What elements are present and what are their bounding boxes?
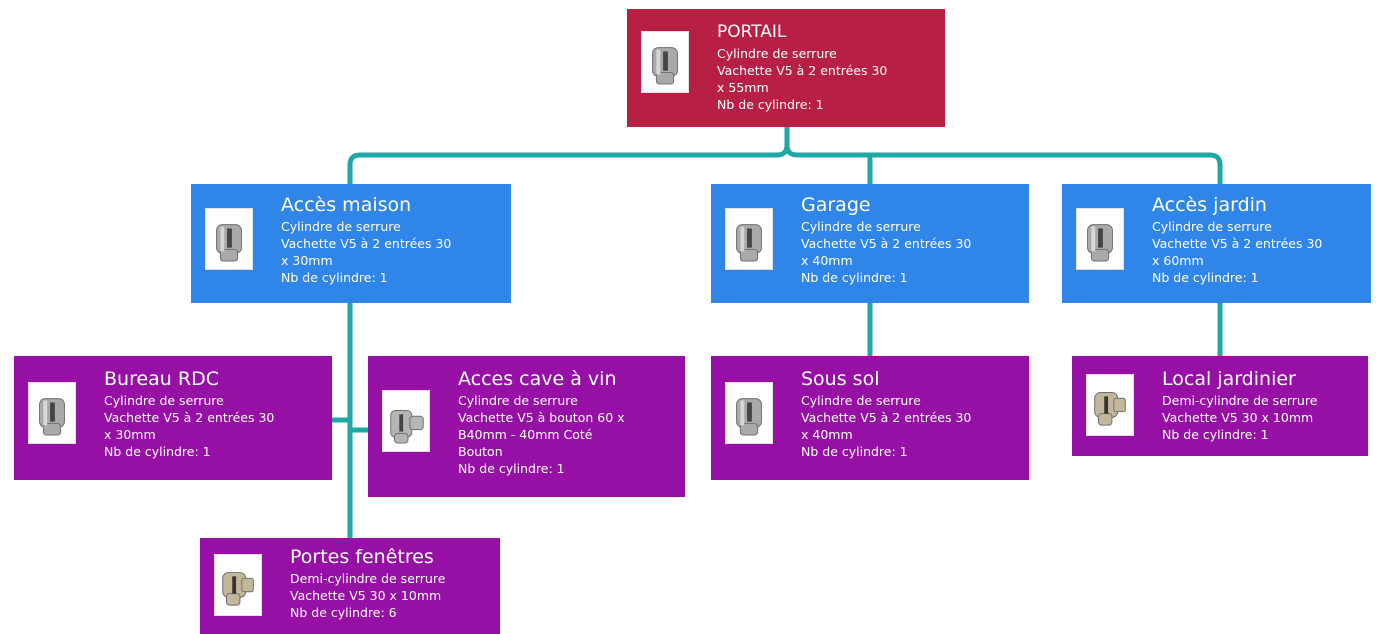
node-size: x 40mm [801, 253, 853, 268]
knob-cylinder-icon [382, 390, 430, 452]
node-model: Vachette V5 30 x 10mm [290, 588, 442, 603]
connector-portail-right [784, 142, 1223, 187]
node-garage[interactable]: Garage Cylindre de serrure Vachette V5 à… [711, 184, 1029, 303]
node-portail[interactable]: PORTAIL Cylindre de serrure Vachette V5 … [627, 9, 945, 127]
node-count: Nb de cylindre: 1 [1152, 270, 1259, 285]
node-portes-fenetres[interactable]: Portes fenêtres Demi-cylindre de serrure… [200, 538, 500, 634]
node-count: Nb de cylindre: 6 [290, 605, 397, 620]
node-title: Accès jardin [1152, 194, 1267, 216]
connector-portail-level1 [347, 123, 790, 187]
half-cylinder-icon [214, 554, 262, 616]
node-type: Cylindre de serrure [104, 393, 224, 408]
cylinder-lock-icon [1076, 208, 1124, 270]
node-type: Demi-cylindre de serrure [290, 571, 446, 586]
node-type: Cylindre de serrure [801, 393, 921, 408]
cylinder-lock-icon [205, 208, 253, 270]
node-count: Nb de cylindre: 1 [717, 97, 824, 112]
node-type: Cylindre de serrure [717, 46, 837, 61]
node-extra: Bouton [458, 444, 503, 459]
node-sous-sol[interactable]: Sous sol Cylindre de serrure Vachette V5… [711, 356, 1029, 480]
cylinder-lock-icon [641, 31, 689, 93]
node-model: Vachette V5 30 x 10mm [1162, 410, 1314, 425]
node-count: Nb de cylindre: 1 [801, 444, 908, 459]
node-size: x 40mm [801, 427, 853, 442]
node-count: Nb de cylindre: 1 [104, 444, 211, 459]
node-model: Vachette V5 à bouton 60 x [458, 410, 625, 425]
node-type: Cylindre de serrure [458, 393, 578, 408]
node-count: Nb de cylindre: 1 [458, 461, 565, 476]
node-size: x 60mm [1152, 253, 1204, 268]
cylinder-lock-icon [725, 208, 773, 270]
node-model: Vachette V5 à 2 entrées 30 [801, 236, 972, 251]
node-size: x 30mm [281, 253, 333, 268]
node-type: Cylindre de serrure [801, 219, 921, 234]
node-title: Local jardinier [1162, 368, 1296, 390]
node-type: Cylindre de serrure [1152, 219, 1272, 234]
node-count: Nb de cylindre: 1 [801, 270, 908, 285]
node-title: Garage [801, 194, 871, 216]
node-model: Vachette V5 à 2 entrées 30 [281, 236, 452, 251]
half-cylinder-icon [1086, 374, 1134, 436]
node-model: Vachette V5 à 2 entrées 30 [717, 63, 888, 78]
node-type: Cylindre de serrure [281, 219, 401, 234]
node-title: Accès maison [281, 194, 412, 216]
node-title: Sous sol [801, 368, 880, 390]
node-model: Vachette V5 à 2 entrées 30 [801, 410, 972, 425]
node-title: Acces cave à vin [458, 368, 617, 390]
node-acces-cave[interactable]: Acces cave à vin Cylindre de serrure Vac… [368, 356, 685, 497]
node-local-jardinier[interactable]: Local jardinier Demi-cylindre de serrure… [1072, 356, 1368, 456]
node-count: Nb de cylindre: 1 [1162, 427, 1269, 442]
node-acces-jardin[interactable]: Accès jardin Cylindre de serrure Vachett… [1062, 184, 1371, 303]
node-type: Demi-cylindre de serrure [1162, 393, 1318, 408]
node-size: x 30mm [104, 427, 156, 442]
node-model: Vachette V5 à 2 entrées 30 [104, 410, 275, 425]
node-title: Bureau RDC [104, 368, 219, 390]
node-title: Portes fenêtres [290, 546, 434, 568]
cylinder-lock-icon [28, 382, 76, 444]
node-title: PORTAIL [717, 22, 787, 42]
node-model: Vachette V5 à 2 entrées 30 [1152, 236, 1323, 251]
node-count: Nb de cylindre: 1 [281, 270, 388, 285]
node-size: x 55mm [717, 80, 769, 95]
node-size: B40mm - 40mm Coté [458, 427, 593, 442]
node-acces-maison[interactable]: Accès maison Cylindre de serrure Vachett… [191, 184, 511, 303]
node-bureau-rdc[interactable]: Bureau RDC Cylindre de serrure Vachette … [14, 356, 332, 480]
cylinder-lock-icon [725, 382, 773, 444]
